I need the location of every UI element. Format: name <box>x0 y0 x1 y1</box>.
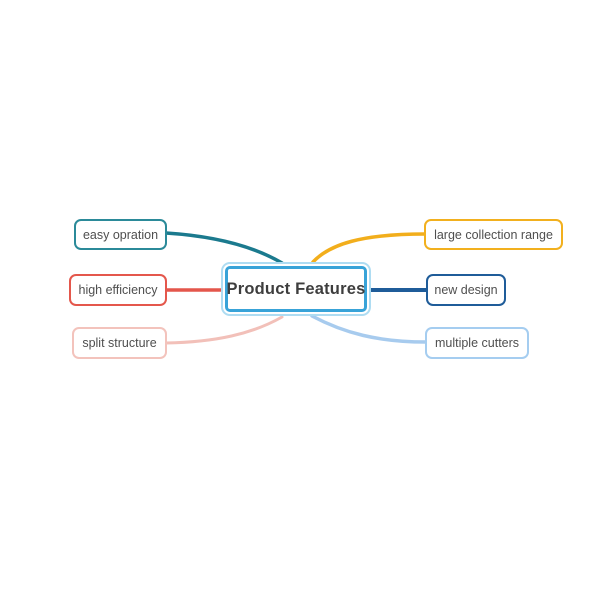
node-multiple-cutters-label: multiple cutters <box>434 336 520 350</box>
node-split-structure-label: split structure <box>82 336 157 350</box>
node-product-features-label: Product Features <box>226 279 366 298</box>
node-high-efficiency-label: high efficiency <box>78 283 158 297</box>
node-high-efficiency[interactable]: high efficiency <box>69 274 167 306</box>
node-product-features-root[interactable]: Product Features <box>225 266 367 312</box>
node-split-structure[interactable]: split structure <box>72 327 167 359</box>
connector-large-collection-range <box>311 232 427 264</box>
connector-easy-opration <box>164 231 284 265</box>
node-large-collection-range[interactable]: large collection range <box>424 219 563 250</box>
node-new-design-label: new design <box>434 283 498 297</box>
node-easy-opration[interactable]: easy opration <box>74 219 167 250</box>
connector-multiple-cutters <box>310 314 428 344</box>
connector-split-structure <box>164 315 284 345</box>
node-easy-opration-label: easy opration <box>82 227 159 242</box>
node-large-collection-range-label: large collection range <box>434 227 553 242</box>
node-new-design[interactable]: new design <box>426 274 506 306</box>
node-multiple-cutters[interactable]: multiple cutters <box>425 327 529 359</box>
